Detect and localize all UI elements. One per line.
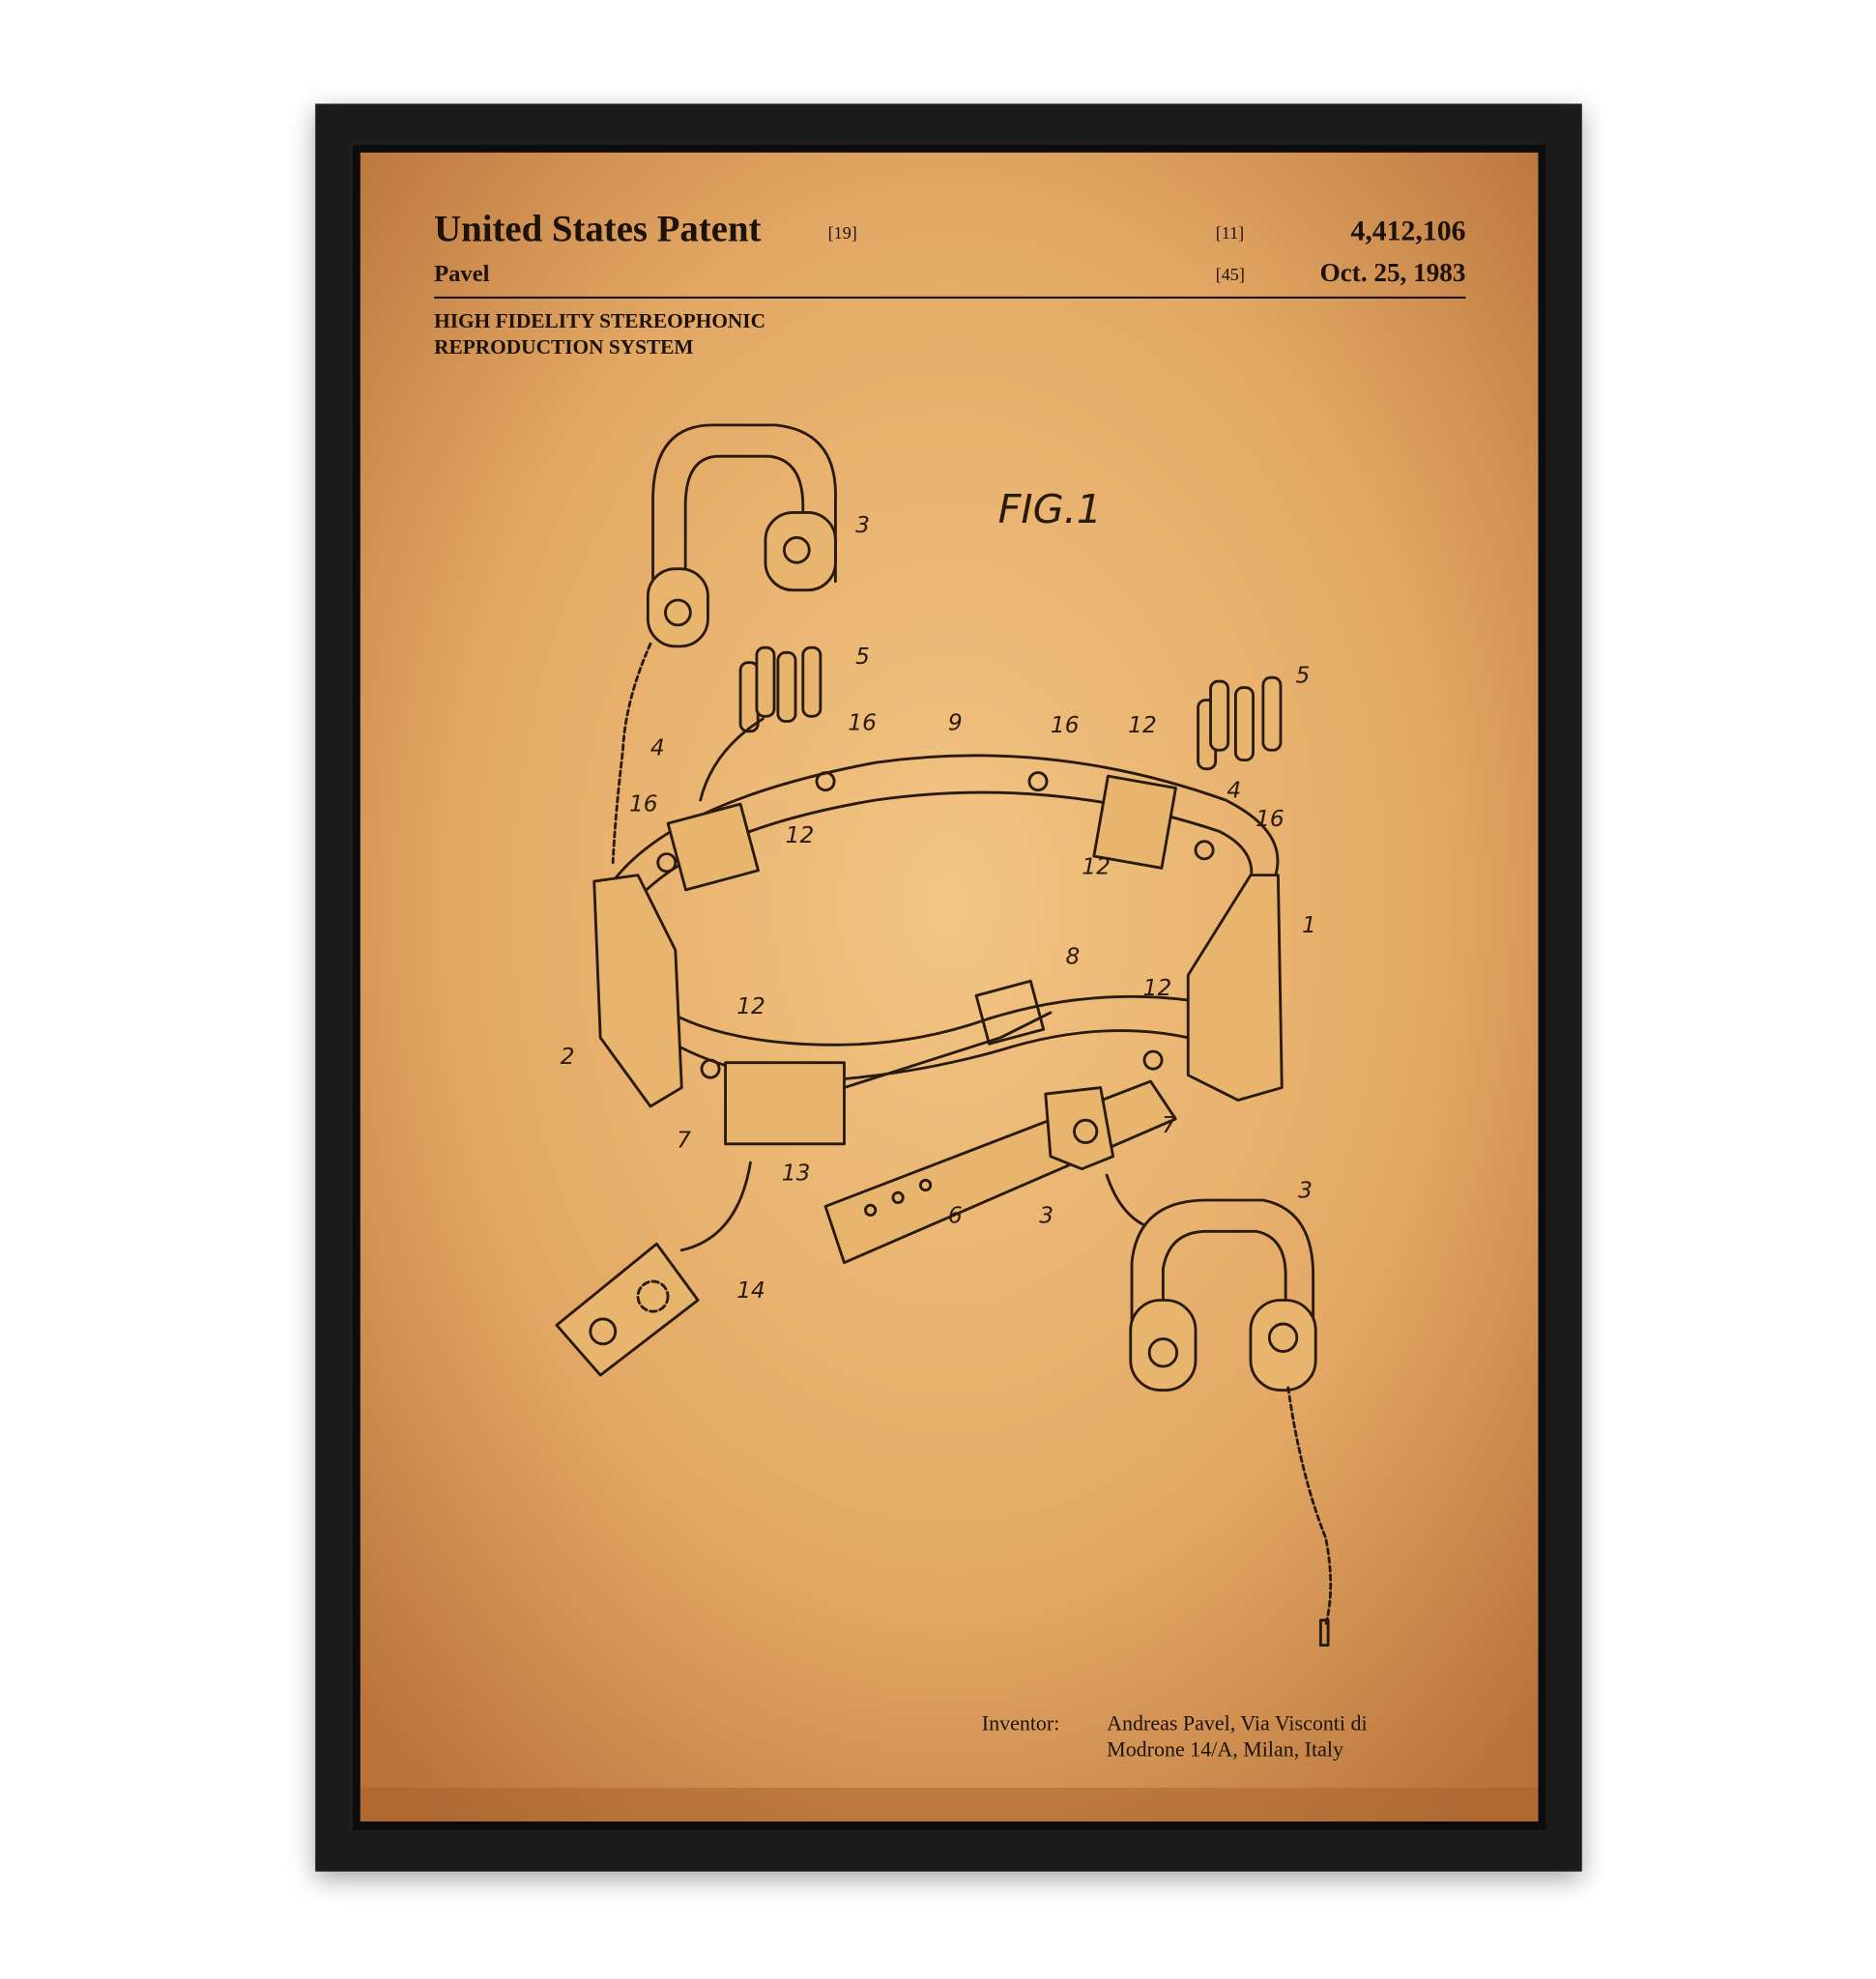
inventor-line2: Modrone 14/A, Milan, Italy: [1107, 1737, 1343, 1762]
inventor-line1: Andreas Pavel, Via Visconti di: [1107, 1711, 1367, 1735]
ref-numeral: 13: [782, 1160, 811, 1186]
invention-title-line1: HIGH FIDELITY STEREOPHONIC: [434, 309, 765, 332]
patent-number-code: [11]: [1216, 223, 1245, 243]
batteries-right: [1197, 675, 1283, 771]
ref-numeral: 3: [1039, 1202, 1053, 1228]
reference-numerals: 3 5 5 16 9 16 12 4 4 16 16 12 12 1 8 12 …: [561, 512, 1316, 1304]
invention-title-line2: REPRODUCTION SYSTEM: [434, 335, 693, 359]
ref-numeral: 6: [948, 1202, 963, 1228]
headphones-bottom: [1105, 1173, 1333, 1647]
ref-numeral: 14: [736, 1277, 765, 1304]
ref-numeral: 12: [1143, 975, 1172, 1001]
ref-numeral: 1: [1302, 912, 1316, 938]
ref-numeral: 16: [1255, 806, 1284, 832]
cassette: [555, 1161, 752, 1377]
title-code: [19]: [828, 223, 857, 243]
figure-label: FIG.1: [998, 486, 1103, 532]
patent-number: 4,412,106: [1350, 215, 1465, 246]
ref-numeral: 12: [1128, 712, 1157, 738]
date-code: [45]: [1216, 265, 1245, 284]
paper-stain-bottom: [360, 1788, 1539, 1821]
batteries-left: [738, 645, 823, 733]
ref-numeral: 12: [1082, 853, 1111, 879]
inventor-block: Inventor: Andreas Pavel, Via Visconti di…: [982, 1711, 1368, 1762]
ref-numeral: 12: [786, 822, 815, 848]
ref-numeral: 5: [1296, 662, 1311, 688]
ref-numeral: 4: [1227, 777, 1241, 803]
ref-numeral: 7: [1162, 1112, 1176, 1138]
ref-numeral: 2: [561, 1044, 575, 1070]
inventor-label: Inventor:: [982, 1711, 1060, 1735]
patent-header: United States Patent [19] [11] 4,412,106…: [434, 209, 1466, 359]
ref-numeral: 9: [948, 710, 963, 736]
ref-numeral: 16: [1051, 712, 1080, 738]
patent-paper: [360, 152, 1539, 1821]
belt: [592, 754, 1284, 1265]
headphones-top: [611, 423, 837, 865]
ref-numeral: 16: [629, 791, 658, 817]
ref-numeral: 8: [1065, 943, 1080, 969]
ref-numeral: 12: [736, 993, 765, 1019]
ref-numeral: 5: [855, 644, 870, 670]
inventor-surname: Pavel: [434, 261, 490, 287]
ref-numeral: 16: [848, 710, 877, 736]
patent-drawing: [555, 423, 1333, 1647]
patent-title: United States Patent: [434, 209, 761, 250]
patent-date: Oct. 25, 1983: [1320, 258, 1466, 287]
ref-numeral: 7: [677, 1128, 691, 1154]
ref-numeral: 3: [855, 512, 870, 538]
ref-numeral: 3: [1298, 1177, 1313, 1203]
ref-numeral: 4: [650, 734, 665, 760]
